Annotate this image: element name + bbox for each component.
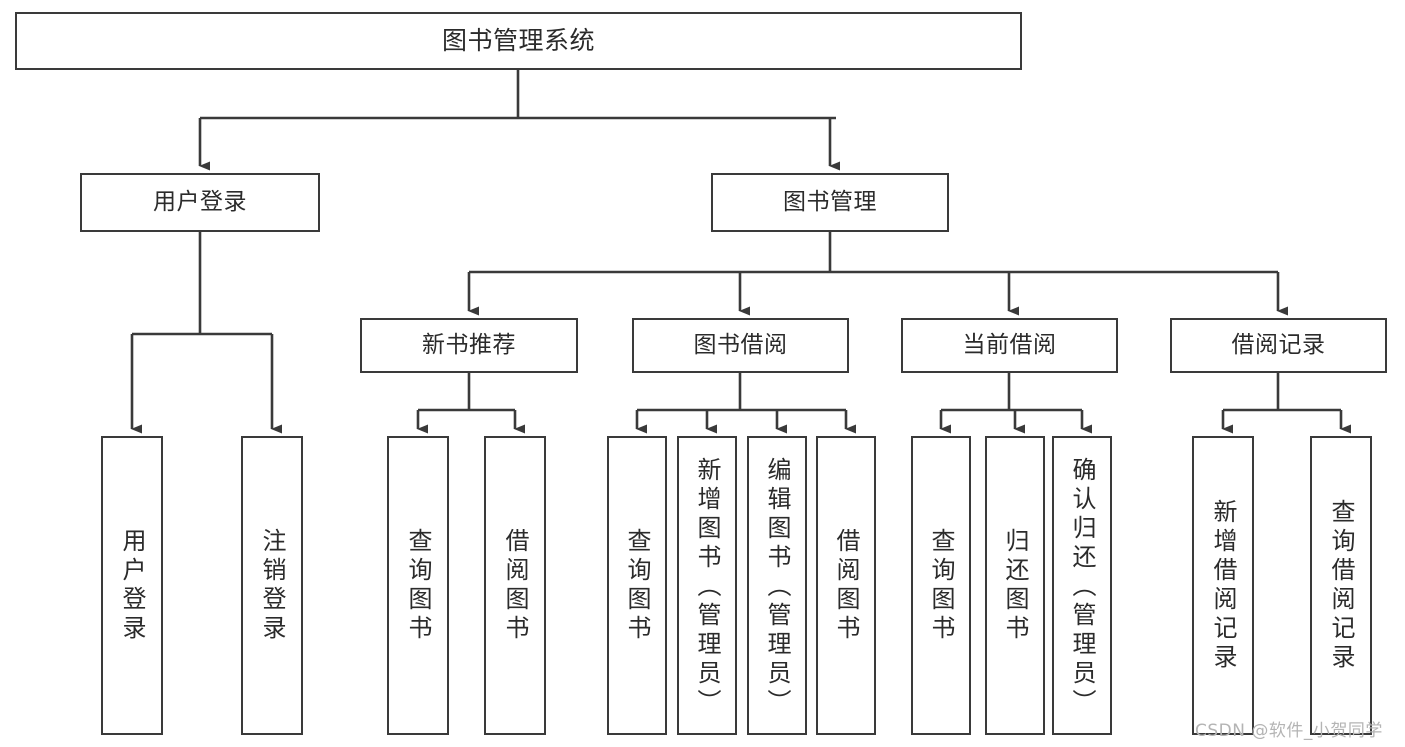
node-leaf-query-book-3[interactable]: 查询图书 [911, 436, 971, 735]
node-leaf-query-book-3-label: 查询图书 [927, 527, 955, 644]
node-leaf-add-book-label: 新增图书（管理员） [693, 456, 721, 718]
node-user-login-label: 用户登录 [153, 188, 247, 215]
node-leaf-confirm-return-label: 确认归还（管理员） [1068, 456, 1096, 718]
node-leaf-borrow-book-2[interactable]: 借阅图书 [816, 436, 876, 735]
node-root-label: 图书管理系统 [441, 26, 595, 56]
node-new-book-rec[interactable]: 新书推荐 [360, 318, 578, 373]
node-leaf-query-book-2[interactable]: 查询图书 [607, 436, 667, 735]
node-book-borrow-label: 图书借阅 [693, 331, 788, 358]
node-leaf-add-record[interactable]: 新增借阅记录 [1192, 436, 1254, 735]
node-leaf-borrow-book-2-label: 借阅图书 [832, 527, 860, 644]
watermark-text: CSDN @软件_小贺同学 [1195, 721, 1383, 741]
node-leaf-query-book-2-label: 查询图书 [623, 527, 651, 644]
node-book-manage-label: 图书管理 [783, 188, 877, 215]
node-leaf-edit-book-label: 编辑图书（管理员） [763, 456, 791, 718]
node-leaf-logout-label: 注销登录 [258, 527, 286, 644]
node-leaf-logout[interactable]: 注销登录 [241, 436, 303, 735]
node-new-book-rec-label: 新书推荐 [422, 331, 516, 358]
node-borrow-record-label: 借阅记录 [1231, 331, 1326, 358]
node-borrow-record[interactable]: 借阅记录 [1170, 318, 1387, 373]
node-leaf-user-login[interactable]: 用户登录 [101, 436, 163, 735]
node-leaf-add-record-label: 新增借阅记录 [1209, 498, 1237, 673]
node-leaf-add-book[interactable]: 新增图书（管理员） [677, 436, 737, 735]
node-leaf-edit-book[interactable]: 编辑图书（管理员） [747, 436, 807, 735]
node-leaf-query-record[interactable]: 查询借阅记录 [1310, 436, 1372, 735]
node-leaf-confirm-return[interactable]: 确认归还（管理员） [1052, 436, 1112, 735]
node-leaf-borrow-book-1[interactable]: 借阅图书 [484, 436, 546, 735]
node-leaf-query-book-1[interactable]: 查询图书 [387, 436, 449, 735]
node-root[interactable]: 图书管理系统 [15, 12, 1022, 70]
node-leaf-user-login-label: 用户登录 [118, 527, 146, 644]
node-current-borrow-label: 当前借阅 [962, 331, 1057, 358]
node-user-login[interactable]: 用户登录 [80, 173, 320, 232]
node-book-manage[interactable]: 图书管理 [711, 173, 949, 232]
node-leaf-query-book-1-label: 查询图书 [404, 527, 432, 644]
node-leaf-return-book-label: 归还图书 [1001, 527, 1029, 644]
node-book-borrow[interactable]: 图书借阅 [632, 318, 849, 373]
node-leaf-return-book[interactable]: 归还图书 [985, 436, 1045, 735]
node-leaf-borrow-book-1-label: 借阅图书 [501, 527, 529, 644]
node-leaf-query-record-label: 查询借阅记录 [1327, 498, 1355, 673]
node-current-borrow[interactable]: 当前借阅 [901, 318, 1118, 373]
